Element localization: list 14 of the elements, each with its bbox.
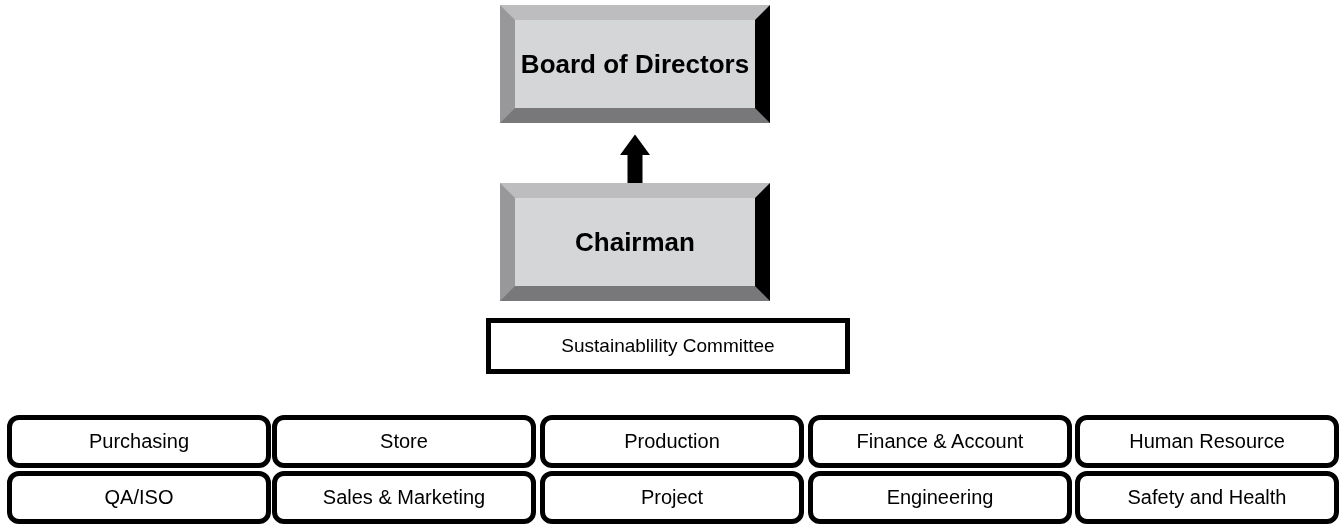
position-box: Board of Directors bbox=[500, 5, 770, 123]
block-arrow bbox=[620, 134, 650, 183]
department-box: Finance & Account bbox=[808, 415, 1072, 468]
committee-box: Sustainablility Committee bbox=[486, 318, 850, 374]
department-box: Store bbox=[272, 415, 536, 468]
department-box: Production bbox=[540, 415, 804, 468]
position-box: Chairman bbox=[500, 183, 770, 301]
department-box: Safety and Health bbox=[1075, 471, 1339, 524]
department-box: QA/ISO bbox=[7, 471, 271, 524]
department-box: Engineering bbox=[808, 471, 1072, 524]
department-box: Project bbox=[540, 471, 804, 524]
department-box: Human Resource bbox=[1075, 415, 1339, 468]
department-box: Purchasing bbox=[7, 415, 271, 468]
department-box: Sales & Marketing bbox=[272, 471, 536, 524]
